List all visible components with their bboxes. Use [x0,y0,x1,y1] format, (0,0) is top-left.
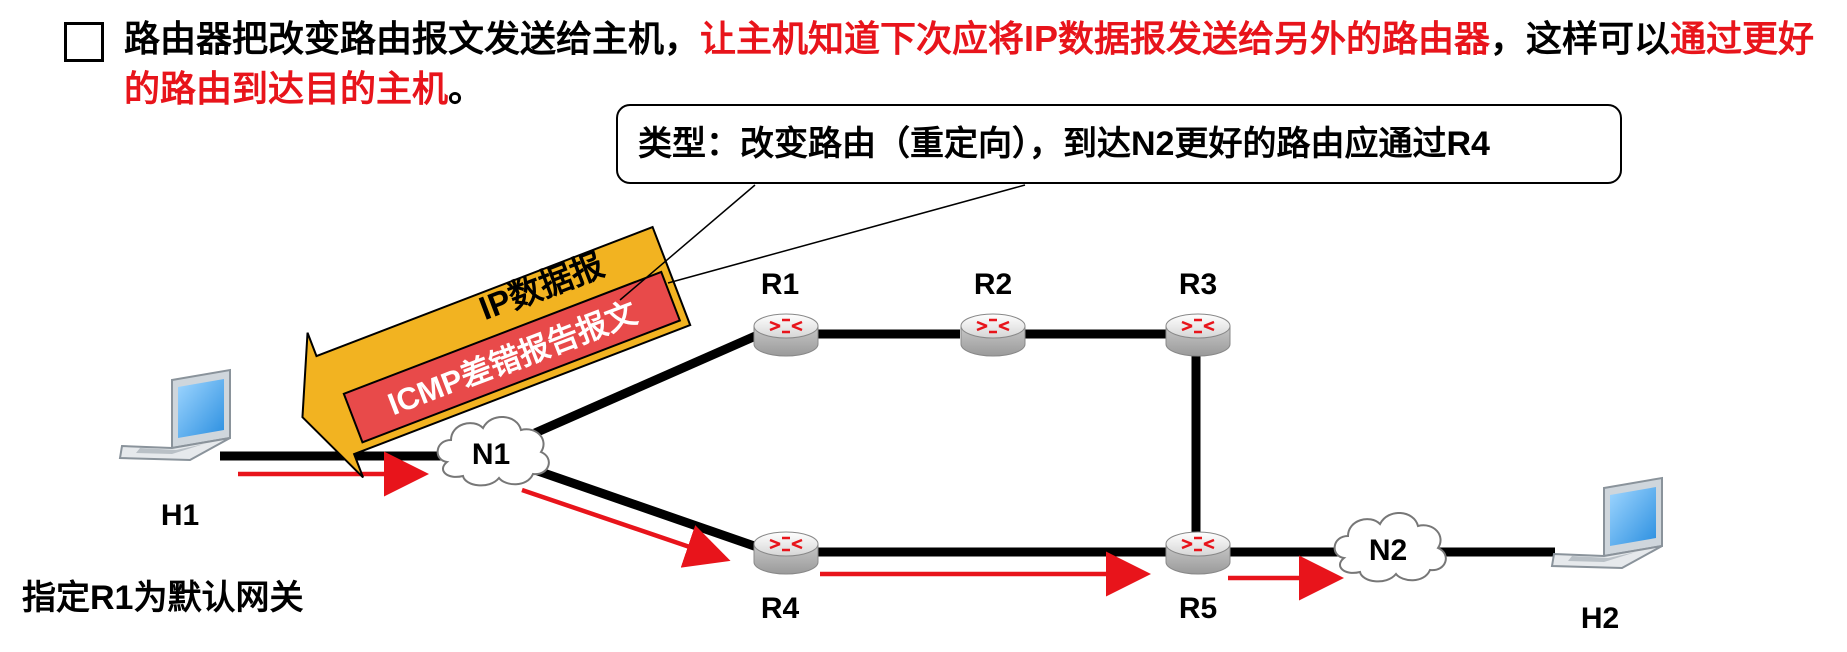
r4-label: R4 [761,592,800,625]
router-icon [1165,531,1231,575]
default-gateway-note: 指定R1为默认网关 [22,579,304,617]
router-icon [1165,313,1231,357]
header-part-5: 。 [448,68,485,109]
network-links [220,329,1555,557]
n2-label: N2 [1369,534,1407,567]
router-icon [960,313,1026,357]
n1-label: N1 [472,438,510,471]
h2-label: H2 [1581,602,1619,635]
r1-label: R1 [761,268,799,301]
cloud-icon [436,416,550,487]
router-icon [753,313,819,357]
header-part-3: ，这样可以 [1490,18,1671,59]
header-part-2: 让主机知道下次应将IP数据报发送给另外的路由器 [700,18,1491,59]
network-n1: N1 [436,416,550,487]
header-text: 路由器把改变路由报文发送给主机，让主机知道下次应将IP数据报发送给另外的路由器，… [124,14,1824,114]
link-n1-r1 [533,329,762,438]
h1-label: H1 [161,499,199,532]
router-r2: R2 [960,268,1026,357]
router-r1: R1 [753,268,819,357]
host-h1: H1 [118,368,231,532]
bullet-checkbox [64,22,104,62]
network-n2: N2 [1333,512,1447,583]
router-r4: R4 [753,531,819,625]
host-h2: H2 [1550,476,1663,635]
router-icon [753,531,819,575]
callout-box: 类型：改变路由（重定向），到达N2更好的路由应通过R4 [616,104,1622,184]
callout-pointer-line-2 [667,184,1026,284]
r3-label: R3 [1179,268,1217,301]
r5-label: R5 [1179,592,1217,625]
callout-pointer-line-1 [619,184,756,301]
router-r5: R5 [1165,531,1231,625]
router-r3: R3 [1165,268,1231,357]
callout-pointer [619,184,1026,301]
arrow-n1-r4 [521,487,731,568]
laptop-icon [1550,476,1663,570]
cloud-icon [1333,512,1447,583]
icmp-box [342,270,682,444]
laptop-icon [118,368,231,462]
header-part-1: 路由器把改变路由报文发送给主机， [124,18,701,59]
link-n1-r4 [533,465,762,553]
header-part-4: 通过更好的路由到达目的主机 [124,18,1815,109]
traffic-arrows [238,451,1344,601]
r2-label: R2 [974,268,1012,301]
